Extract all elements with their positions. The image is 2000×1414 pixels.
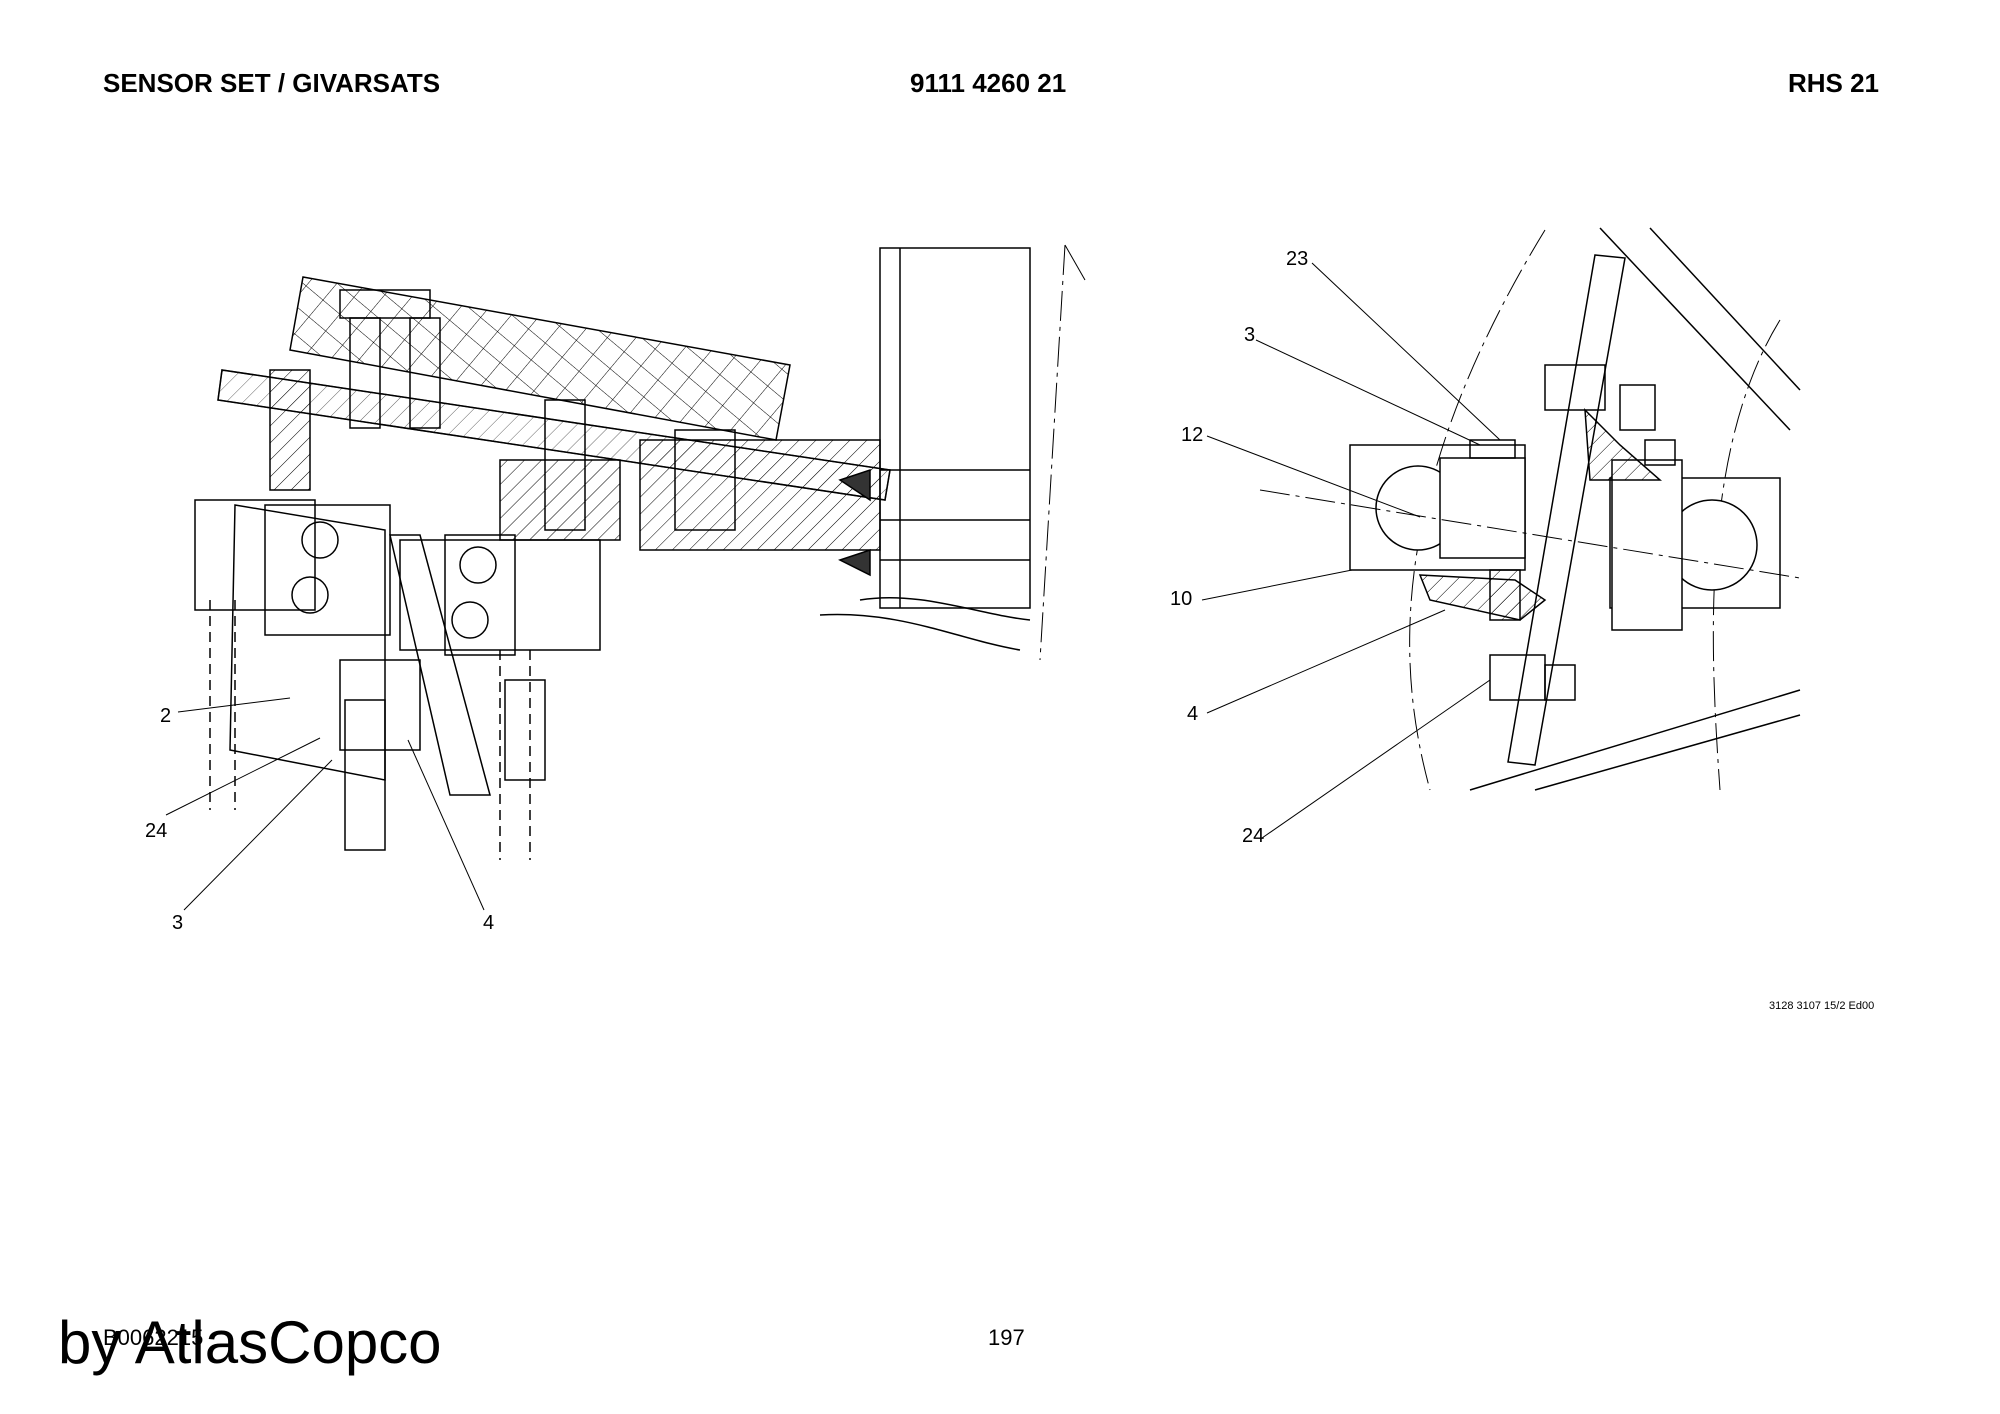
page-title: SENSOR SET / GIVARSATS — [103, 68, 441, 98]
mounting-plate — [1507, 254, 1626, 766]
part-number: 9111 4260 21 — [910, 68, 1067, 98]
leader-right-23 — [1311, 262, 1501, 441]
callout-left-3: 3 — [172, 912, 184, 934]
callout-right-3: 3 — [1244, 324, 1256, 346]
leader-left-2 — [177, 697, 291, 713]
document-code: B0062215 — [103, 1325, 204, 1350]
watermark: by AtlasCopco — [58, 1309, 442, 1376]
callout-right-4: 4 — [1187, 703, 1199, 725]
leader-right-4 — [1206, 609, 1446, 714]
leader-right-3 — [1255, 339, 1481, 446]
callout-left-2: 2 — [160, 705, 172, 727]
left-assembly-view — [165, 244, 1086, 911]
page-number: 197 — [988, 1325, 1025, 1350]
leader-left-24 — [165, 737, 321, 816]
sensor-clamp-right — [1609, 477, 1781, 609]
callout-right-23: 23 — [1286, 248, 1309, 270]
leader-left-3 — [183, 759, 333, 911]
right-assembly-view — [1201, 227, 1801, 839]
callout-left-4: 4 — [483, 912, 495, 934]
sensor-block-right — [399, 539, 601, 651]
model-code: RHS 21 — [1787, 68, 1879, 98]
callout-left-24: 24 — [145, 820, 168, 842]
callout-right-10: 10 — [1170, 588, 1193, 610]
drawing-reference: 3128 3107 15/2 Ed00 — [1769, 1000, 1875, 1012]
callout-right-12: 12 — [1181, 424, 1204, 446]
sensor-block-left — [194, 499, 316, 611]
leader-right-24 — [1261, 679, 1491, 839]
callout-right-24: 24 — [1242, 825, 1265, 847]
leader-right-10 — [1201, 569, 1353, 601]
leader-left-4 — [407, 739, 485, 911]
leader-right-12 — [1206, 435, 1421, 518]
cylinder-body — [879, 247, 1031, 609]
